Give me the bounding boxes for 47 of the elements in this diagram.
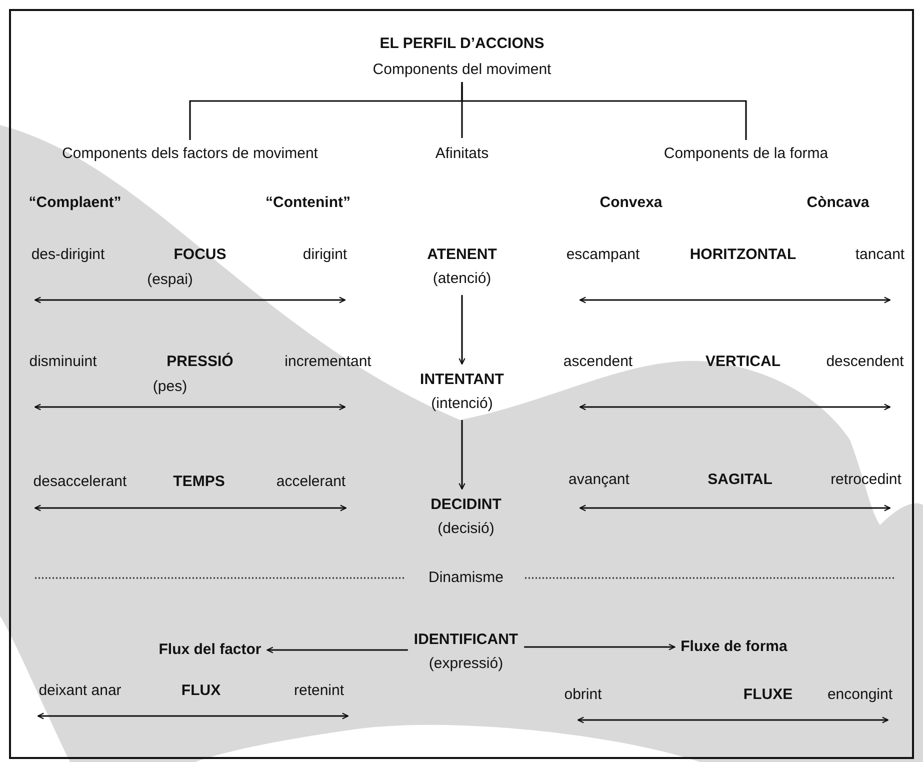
stage-label: ATENENT (atenció) — [427, 243, 497, 291]
divider-label: Dinamisme — [428, 568, 504, 588]
factor-subtitle: (pes) — [152, 377, 188, 397]
flow-label: Fluxe de forma — [680, 635, 788, 659]
pole-label: tancant — [855, 245, 905, 265]
heading-text: Components del moviment — [372, 58, 552, 82]
factor-label: FOCUS — [174, 245, 226, 265]
factor-label: SAGITAL — [708, 470, 772, 490]
diagram-title: EL PERFIL D’ACCIONS — [380, 34, 544, 54]
factor-label: FLUXE — [743, 685, 793, 705]
pole-heading: “Complaent” — [28, 193, 122, 213]
pole-heading: Convexa — [600, 193, 662, 213]
pole-label: disminuint — [29, 352, 97, 372]
pole-label: incrementant — [284, 352, 372, 372]
pole-heading: Còncava — [806, 193, 870, 213]
pole-label: deixant anar — [38, 681, 122, 701]
pole-label: encongint — [827, 685, 893, 705]
category-heading: Components de la forma — [664, 142, 828, 166]
factor-label: TEMPS — [173, 472, 225, 492]
factor-subtitle: (espai) — [147, 270, 193, 290]
pole-label: retenint — [294, 681, 344, 701]
factor-label: FLUX — [181, 681, 221, 701]
pole-label: desaccelerant — [33, 472, 127, 492]
factor-label: HORITZONTAL — [690, 245, 796, 265]
tree-connector — [461, 82, 747, 140]
pole-label: ascendent — [563, 352, 633, 372]
factor-label: PRESSIÓ — [166, 352, 234, 372]
pole-label: avançant — [568, 470, 630, 490]
pole-label: des-dirigint — [31, 245, 105, 265]
category-heading: Afinitats — [435, 142, 489, 166]
arrow — [524, 644, 676, 650]
factor-label: VERTICAL — [706, 352, 780, 372]
stage-label: IDENTIFICANT (expressió) — [414, 628, 518, 676]
stage-label: DECIDINT (decisió) — [430, 493, 502, 541]
arrow — [266, 646, 408, 654]
pole-label: retrocedint — [830, 470, 902, 490]
pole-heading: “Contenint” — [266, 193, 350, 213]
pole-label: obrint — [564, 685, 602, 705]
arrow — [458, 295, 466, 365]
flow-label: Flux del factor — [158, 638, 262, 662]
pole-label: descendent — [826, 352, 904, 372]
arrow — [458, 420, 466, 490]
pole-label: accelerant — [276, 472, 346, 492]
category-heading: Components dels factors de moviment — [62, 142, 318, 166]
stage-label: INTENTANT (intenció) — [420, 368, 504, 416]
pole-label: escampant — [566, 245, 640, 265]
pole-label: dirigint — [302, 245, 348, 265]
